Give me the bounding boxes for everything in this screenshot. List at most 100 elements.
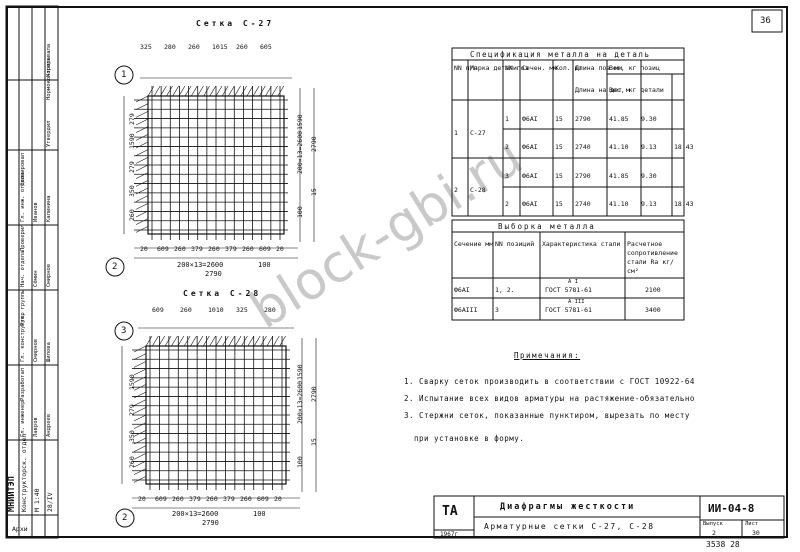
sidebar-name2: Шилова (46, 342, 52, 362)
spec-header-mark: Марка детали (470, 64, 517, 72)
mesh-c28-hatch (234, 335, 242, 347)
sidebar-role: Гл. инженер (20, 400, 26, 437)
dim-top-label: 260 (236, 43, 248, 51)
dim-bottom-label: 260 (240, 495, 252, 503)
sidebar-role2: Разработал (20, 367, 26, 401)
dim-bottom-label: 260 (242, 245, 254, 253)
dim-bottom-label: 20 (276, 245, 284, 253)
mesh-c28-hatch (133, 399, 147, 406)
mesh-c27-hatch (135, 149, 149, 156)
spec-cell-sec: Ф6АI (522, 172, 538, 180)
mesh-c28-hatch (133, 414, 147, 422)
mesh-c27-hatch (135, 172, 149, 179)
dim-left-label: 260 (128, 456, 136, 468)
mesh-c27-hatch (197, 85, 204, 97)
sidebar-arch: Архи (12, 525, 28, 533)
sidebar-name2: Андреев (46, 413, 52, 437)
dim-top-label: 260 (188, 43, 200, 51)
mesh-c28-hatch (266, 335, 274, 347)
dim-top-label: 280 (264, 306, 276, 314)
spec-cell-tot: 41.10 (609, 200, 629, 208)
dim-right-label: 15 (310, 438, 318, 446)
mesh-c28-hatch (247, 335, 255, 347)
dim-bottom-label: 379 (191, 245, 203, 253)
dim-bottom-label: 379 (189, 495, 201, 503)
dim-left-label: 350 (128, 430, 136, 442)
spec-cell-qty: 15 (555, 172, 563, 180)
mesh-c27-hatch (259, 85, 266, 97)
sample-header-sec: Сечение мм (454, 240, 494, 248)
note-3: 3. Стержни сеток, показанные пунктиром, … (404, 411, 690, 420)
dim-top-label: 609 (152, 306, 164, 314)
dim-top-label: 260 (180, 306, 192, 314)
dim-bottom-label: 609 (157, 245, 169, 253)
spec-table-title: Спецификация металла на деталь (470, 50, 651, 59)
note-1: 1. Сварку сеток производить в соответств… (404, 377, 695, 386)
dim-left-label: 279 (128, 161, 136, 173)
notes-title: Примечания: (514, 351, 581, 360)
dim-bottom-label: 609 (155, 495, 167, 503)
spec-header-qty: Кол. шт (555, 64, 583, 72)
spec-cell-len: 2740 (575, 143, 591, 151)
mesh-c28-hatch (145, 335, 153, 347)
callout-circle-3 (114, 321, 134, 341)
mesh-c28-hatch (241, 335, 248, 347)
mesh-c28-hatch (215, 335, 223, 347)
mesh-c28-hatch (133, 437, 147, 445)
mesh-c27-hatch (135, 141, 149, 149)
mesh-c28-hatch (133, 422, 147, 429)
mesh-c28-hatch (133, 468, 147, 475)
mesh-c28-hatch (133, 384, 147, 391)
spec-cell-pos: 1 (505, 115, 509, 123)
spec-cell-pos: 2 (505, 143, 509, 151)
mesh-c27-hatch (228, 85, 235, 97)
mesh-c28-title: Сетка С-28 (183, 289, 262, 298)
dim-right-label: 2790 (310, 136, 318, 152)
mesh-c27-hatch (135, 218, 149, 225)
sample-cell-char: ГОСТ 5781-61 (545, 286, 592, 294)
sidebar-scale: М 1:40 (33, 488, 41, 512)
dim-right-label: 200×13=2600 (296, 380, 304, 424)
mesh-c28-hatch (133, 391, 147, 399)
dim-left-label: 350 (128, 185, 136, 197)
dim-bottom-label: 20 (140, 245, 148, 253)
dim-bottom-label: 379 (223, 495, 235, 503)
spec-header-wpos: Вес, кг позиц (609, 64, 660, 72)
mesh-c27-drawing (123, 77, 315, 259)
sidebar-name: Иванов (33, 202, 39, 222)
mesh-c28-hatch (209, 335, 216, 347)
mesh-c27-hatch (135, 187, 149, 195)
dim-right-label: 2790 (310, 386, 318, 402)
mesh-c28-hatch (279, 335, 286, 347)
dim-bottom-label: 379 (225, 245, 237, 253)
spec-cell-nn: 1 (454, 129, 458, 137)
sample-cell-res: 2100 (645, 286, 661, 294)
sample-header-res: Расчетное сопротивление стали Rа кг/см² (627, 240, 678, 276)
mesh-c27-hatch (135, 203, 149, 210)
mesh-c27-hatch (135, 226, 149, 233)
dim-right-label: 100 (296, 456, 304, 468)
bottom-numbers: 3538 28 (706, 540, 740, 549)
mesh-c28-hatch (253, 335, 261, 347)
mesh-c28-drawing (121, 327, 317, 509)
mesh-c27-hatch (209, 85, 217, 97)
sample-cell-res: 3400 (645, 306, 661, 314)
mesh-c27-hatch (178, 85, 186, 97)
sample-header-char: Характеристика стали (542, 240, 621, 248)
mesh-c28-hatch (183, 335, 191, 347)
dim-top-label: 1015 (212, 43, 228, 51)
mesh-c28-hatch (190, 335, 197, 347)
dim-right-label: 1590 (296, 364, 304, 380)
mesh-c27-hatch (191, 85, 198, 97)
mesh-c28-hatch (133, 407, 147, 414)
dim-bottom-label: 609 (257, 495, 269, 503)
callout-label-3: 3 (121, 326, 127, 336)
mesh-c27-hatch (166, 85, 173, 97)
dim-bottom-label: 20 (274, 495, 282, 503)
spec-cell-wpos: 9.13 (641, 200, 657, 208)
page-number: 36 (760, 16, 771, 26)
sidebar-name: Сёмин (33, 270, 39, 287)
mesh-c27-hatch (147, 85, 155, 97)
mesh-c27-hatch (240, 85, 247, 97)
sample-table-title: Выборка металла (498, 222, 596, 231)
